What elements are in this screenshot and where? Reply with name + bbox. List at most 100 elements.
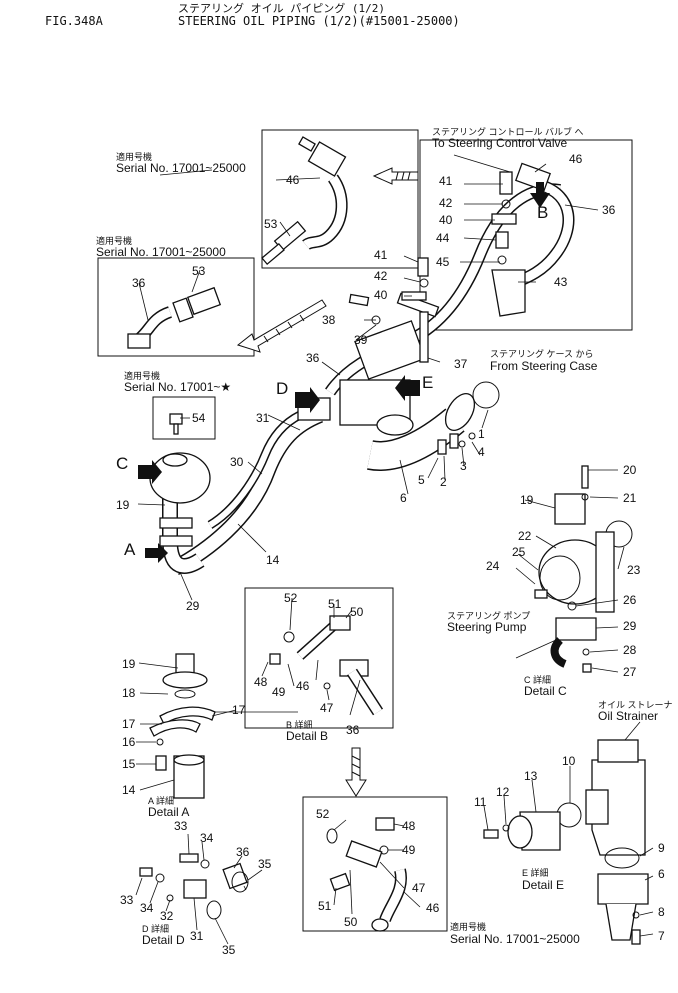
- part-label-10: 10: [562, 754, 576, 768]
- pump-c: [149, 452, 211, 547]
- part-label-18: 18: [122, 686, 136, 700]
- part-label-3: 3: [460, 459, 467, 473]
- leader-lines: [135, 154, 654, 945]
- inset-box-bottom: [302, 796, 448, 932]
- part-label-19-c: 19: [520, 493, 534, 507]
- part-label-29: 29: [186, 599, 200, 613]
- part-label-36-d: 36: [236, 845, 250, 859]
- hose-30: [207, 410, 303, 529]
- detail-a-jp: A 詳細: [148, 795, 174, 806]
- part-label-28: 28: [623, 643, 637, 657]
- detail-d-label: Detail D: [142, 933, 185, 947]
- part-label-54: 54: [192, 411, 206, 425]
- part-label-38: 38: [322, 313, 336, 327]
- part-label-6-e: 6: [658, 867, 665, 881]
- detail-c-label: Detail C: [524, 684, 567, 698]
- part-label-53-t: 53: [264, 217, 278, 231]
- part-label-49-b: 49: [402, 843, 416, 857]
- part-label-47-b: 47: [412, 881, 426, 895]
- part-label-48-b: 48: [402, 819, 416, 833]
- part-label-36-m: 36: [306, 351, 320, 365]
- hatched-arrow-left: [236, 299, 327, 353]
- hatched-arrow-down: [345, 747, 367, 797]
- part-label-13: 13: [524, 769, 538, 783]
- pump-label: Steering Pump: [447, 620, 527, 634]
- part-label-43: 43: [554, 275, 568, 289]
- part-label-40: 40: [439, 213, 453, 227]
- part-label-19-a: 19: [122, 657, 136, 671]
- part-label-7: 7: [658, 929, 665, 943]
- figure-title: STEERING OIL PIPING (1/2)(#15001-25000): [178, 14, 460, 28]
- part-label-16: 16: [122, 735, 136, 749]
- bolts-38-42: [348, 257, 429, 325]
- part-label-51: 51: [328, 597, 342, 611]
- inset-box-left: [97, 257, 255, 357]
- part-label-48: 48: [254, 675, 268, 689]
- serial-mid: Serial No. 17001~25000: [96, 245, 226, 259]
- view-letter-c: C: [116, 454, 128, 473]
- part-label-49: 49: [272, 685, 286, 699]
- part-label-5: 5: [418, 473, 425, 487]
- inset-bottom-parts: [326, 817, 407, 932]
- part-label-33-a: 33: [174, 819, 188, 833]
- part-label-14: 14: [266, 553, 280, 567]
- detail-c-jp: C 詳細: [524, 674, 551, 685]
- inset-box-54: [152, 396, 216, 440]
- part-label-40-b: 40: [374, 288, 388, 302]
- part-label-27: 27: [623, 665, 637, 679]
- inset-box-right: [419, 139, 633, 331]
- part-label-24: 24: [486, 559, 500, 573]
- part-label-42-b: 42: [374, 269, 388, 283]
- elbow-pipe-6: [367, 393, 476, 471]
- part-label-46-t: 46: [286, 173, 300, 187]
- part-label-12: 12: [496, 785, 510, 799]
- part-label-33-b: 33: [120, 893, 134, 907]
- part-label-17-b: 17: [232, 703, 246, 717]
- plug-54: [169, 413, 183, 435]
- serial-top-jp: 適用号機: [116, 151, 152, 162]
- inset-box-detail-b: [244, 587, 394, 729]
- part-label-41: 41: [439, 174, 453, 188]
- inset-box-top: [261, 129, 419, 269]
- view-letter-d: D: [276, 379, 288, 398]
- view-letter-b: B: [537, 203, 548, 222]
- part-label-34-b: 34: [140, 901, 154, 915]
- part-label-47: 47: [320, 701, 334, 715]
- strainer-jp: オイル ストレーナ: [598, 700, 673, 710]
- part-label-36-r: 36: [602, 203, 616, 217]
- inset-left-parts: [127, 286, 222, 349]
- part-label-11: 11: [474, 795, 487, 809]
- part-label-39: 39: [354, 333, 368, 347]
- part-label-31: 31: [256, 411, 270, 425]
- part-label-35-b: 35: [222, 943, 236, 957]
- bolts-2-5: [437, 432, 476, 455]
- serial-bottom-jp: 適用号機: [450, 921, 486, 932]
- part-label-41-b: 41: [374, 248, 388, 262]
- serial-bottom: Serial No. 17001~25000: [450, 932, 580, 946]
- part-label-20: 20: [623, 463, 637, 477]
- part-label-26: 26: [623, 593, 637, 607]
- part-label-23: 23: [627, 563, 641, 577]
- part-label-50: 50: [350, 605, 364, 619]
- part-label-25: 25: [512, 545, 526, 559]
- part-label-46-b: 46: [296, 679, 310, 693]
- from-case-label: From Steering Case: [490, 359, 598, 373]
- part-label-19: 19: [116, 498, 130, 512]
- part-number-labels: 46 41 42 40 44 45 36 43 41 42 40 38 39 3…: [116, 152, 665, 957]
- part-label-9: 9: [658, 841, 665, 855]
- detail-e-label: Detail E: [522, 878, 564, 892]
- hose-14: [171, 407, 324, 576]
- hatched-arrow-top: [372, 167, 419, 185]
- valve-block: [297, 320, 426, 436]
- detail-d-jp: D 詳細: [142, 923, 169, 934]
- part-label-35-a: 35: [258, 857, 272, 871]
- serial-mid-jp: 適用号機: [96, 235, 132, 246]
- part-label-21: 21: [623, 491, 637, 505]
- detail-a-parts: [149, 653, 216, 799]
- inset-top-hose: [261, 136, 348, 266]
- part-label-42: 42: [439, 196, 453, 210]
- part-label-50-b: 50: [344, 915, 358, 929]
- part-label-31-d: 31: [190, 929, 204, 943]
- title-japanese: ステアリング オイル パイピング (1/2): [178, 2, 385, 15]
- part-label-36-l: 36: [132, 276, 146, 290]
